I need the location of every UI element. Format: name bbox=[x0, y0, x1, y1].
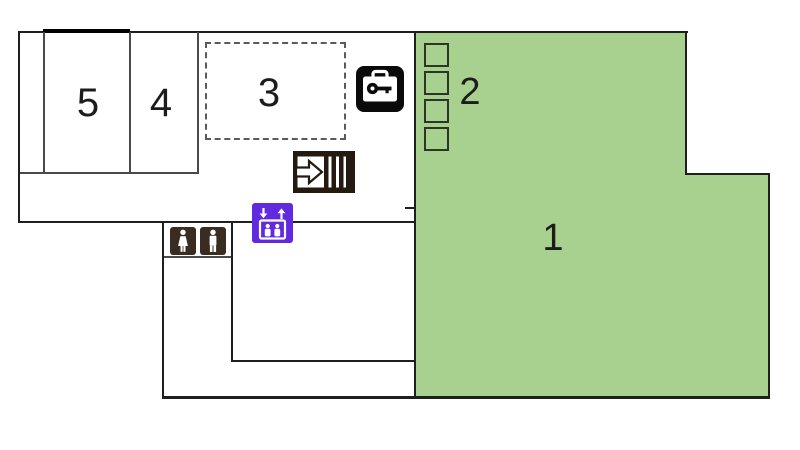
key-locker-icon bbox=[356, 66, 404, 112]
wall-notch-left bbox=[231, 221, 233, 362]
restroom-male-icon bbox=[200, 227, 226, 255]
wall-outer-right bbox=[768, 173, 770, 399]
area-2-label: 2 bbox=[459, 71, 481, 113]
wall-corridor-bottom bbox=[18, 221, 416, 223]
green-area-main bbox=[415, 32, 686, 397]
wall-rooms-bottom bbox=[18, 172, 199, 174]
area-4-label: 4 bbox=[149, 81, 173, 125]
wall-notch-bottom bbox=[231, 360, 416, 362]
stairs-icon bbox=[293, 151, 355, 193]
restroom-female-icon bbox=[170, 227, 196, 255]
wall-sliver-divider bbox=[43, 32, 45, 173]
wall-room4-right bbox=[197, 32, 199, 173]
wall-outer-left bbox=[18, 31, 20, 223]
wall-green-right-upper bbox=[685, 31, 687, 175]
wall-top-thick-segment bbox=[43, 29, 130, 33]
locker-square bbox=[424, 71, 449, 95]
room-3-dashed-outline bbox=[205, 42, 346, 140]
wall-outer-bottom bbox=[162, 396, 770, 399]
locker-square bbox=[424, 43, 449, 67]
wall-restroom-bottom bbox=[162, 256, 233, 258]
green-area-extension bbox=[686, 174, 769, 397]
area-1-label: 1 bbox=[542, 217, 564, 259]
area-5-label: 5 bbox=[76, 81, 100, 125]
wall-right-step-top bbox=[686, 173, 770, 175]
wall-room5-room4-divider bbox=[129, 32, 131, 173]
locker-square bbox=[424, 127, 449, 151]
wall-lower-left-outer bbox=[162, 221, 164, 399]
wall-outer-top bbox=[18, 31, 688, 33]
elevator-icon bbox=[252, 203, 293, 243]
area-3-label: 3 bbox=[257, 71, 281, 115]
wall-green-left bbox=[414, 31, 416, 398]
locker-square bbox=[424, 99, 449, 123]
wall-door-jog bbox=[405, 207, 416, 209]
